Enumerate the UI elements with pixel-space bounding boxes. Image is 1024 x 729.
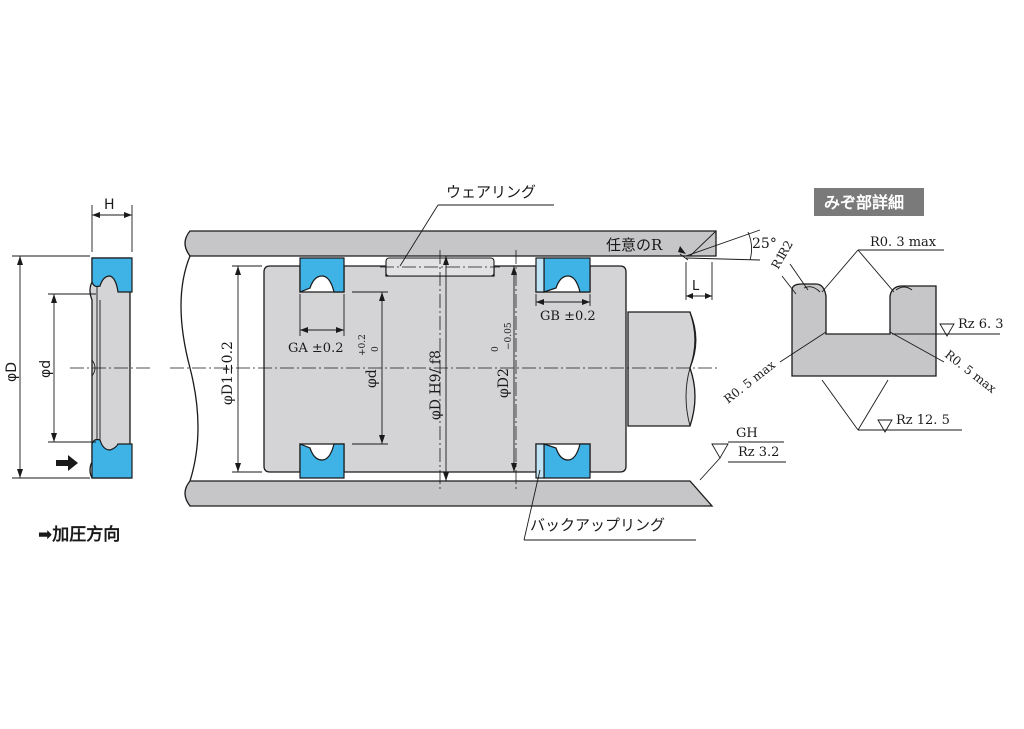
arbitrary-r-label: 任意のR: [606, 236, 663, 254]
seal-lower-left: [299, 443, 345, 479]
pressure-arrow-icon: [56, 455, 78, 471]
gb-label: GB ±0.2: [540, 309, 596, 324]
phi-d-outer-label: φD: [4, 362, 20, 382]
cylinder-assembly: [170, 230, 720, 507]
seal-lip-upper: [91, 257, 133, 293]
bore-label: φD H9/ f8: [428, 350, 444, 420]
backup-ring-upper: [535, 257, 545, 293]
phi-d-tol-label: φd: [364, 369, 380, 388]
r05-right-label: R0. 5 max: [942, 347, 999, 396]
seal-lip-lower: [91, 438, 133, 479]
backup-ring-label: バックアップリング: [530, 516, 665, 534]
wear-ring-label: ウェアリング: [446, 183, 536, 201]
dimensions: φD1±0.2 GA ±0.2 φd +0.2 0 φD H9/ f8 φD2 …: [220, 183, 786, 541]
rz125-label: Rz 12. 5: [896, 413, 950, 428]
r03-label: R0. 3 max: [870, 235, 937, 250]
l-label: L: [692, 279, 700, 294]
detail-title-badge: [814, 188, 924, 216]
seal-side-view: H φD φd: [4, 197, 150, 479]
rz63-label: Rz 6. 3: [958, 317, 1004, 332]
phi-d-inner-label: φd: [38, 360, 54, 378]
r05-left-label: R0. 5 max: [721, 358, 778, 407]
pressure-direction-legend: ➡加圧方向: [38, 524, 120, 545]
angle-label: 25°: [752, 236, 777, 252]
backup-ring-lower: [535, 443, 545, 479]
rz32-label: Rz 3.2: [738, 445, 779, 460]
phi-d2-tol-lower: −0.05: [504, 322, 514, 350]
phi-d-tol-upper: +0.2: [358, 334, 368, 356]
phi-d2-label: φD2: [496, 368, 512, 398]
seal-upper-left: [299, 257, 345, 293]
seal-lower-right: [543, 443, 591, 479]
gh-label: GH: [736, 426, 758, 441]
h-label: H: [104, 197, 115, 213]
phi-d-tol-lower: 0: [371, 346, 381, 352]
ga-label: GA ±0.2: [288, 341, 343, 356]
seal-upper-right: [543, 257, 591, 293]
phi-d1-label: φD1±0.2: [220, 341, 236, 405]
phi-d2-tol-upper: 0: [491, 346, 501, 352]
detail-title: みぞ部詳細: [824, 193, 904, 212]
groove-detail: みぞ部詳細 R2 R1 R0. 3 max Rz 6. 3 R0. 5 max …: [721, 188, 1004, 433]
